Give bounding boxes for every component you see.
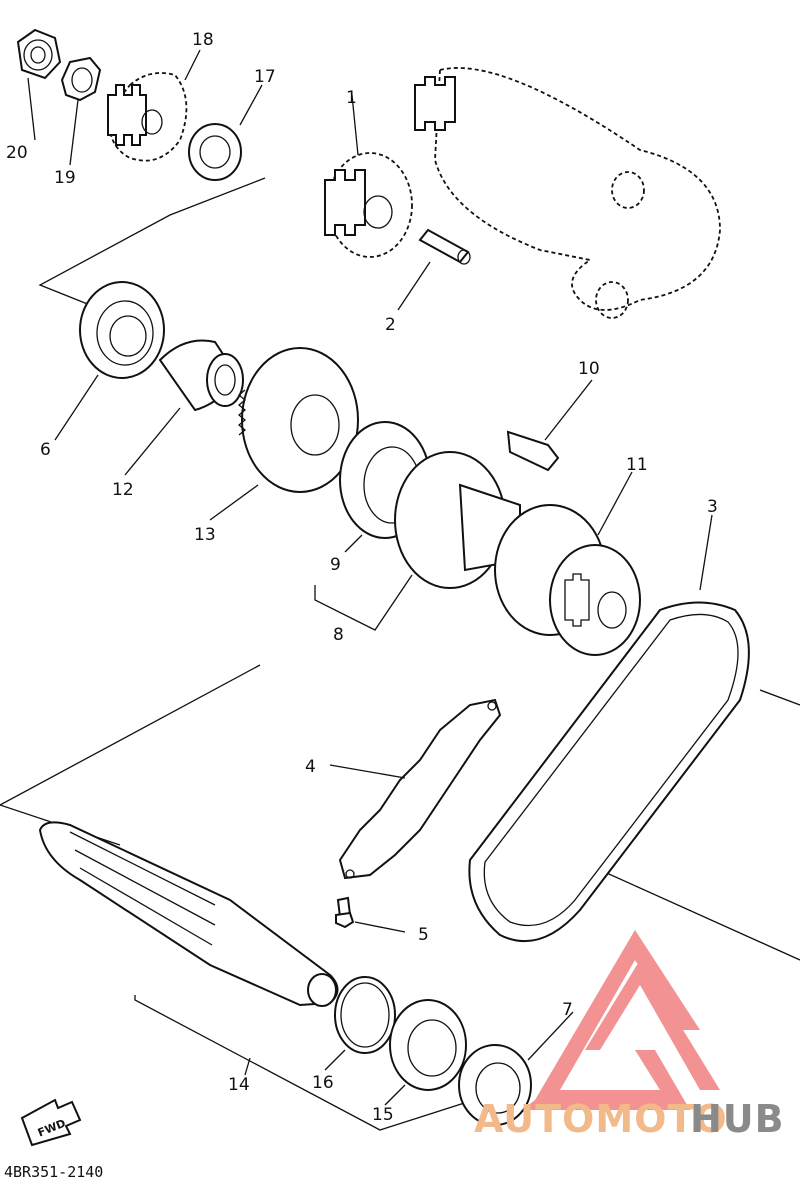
part-16-o-ring[interactable] [334, 976, 396, 1054]
callout-13: 13 [194, 525, 216, 545]
assembly-line-right [599, 689, 800, 961]
part-8-clutch-hub[interactable] [394, 451, 521, 589]
callout-12: 12 [112, 480, 134, 500]
callout-7: 7 [562, 1000, 573, 1020]
callout-9: 9 [330, 555, 341, 575]
callout-19: 19 [54, 168, 76, 188]
starter-motor [414, 67, 721, 319]
callout-14: 14 [228, 1075, 250, 1095]
part-3-chain[interactable] [468, 601, 750, 943]
reference-code: 4BR351-2140 [4, 1163, 103, 1181]
part-7-oil-seal[interactable] [458, 1044, 532, 1126]
callout-11: 11 [626, 455, 648, 475]
part-1-idler-gear[interactable] [324, 152, 413, 258]
fwd-arrow: FWD [20, 1098, 82, 1147]
callout-18: 18 [192, 30, 214, 50]
watermark-brand-part2: HUB [690, 1097, 785, 1141]
callout-labels: 18 17 20 19 1 2 6 12 13 9 8 10 11 3 4 5 … [6, 30, 718, 1125]
callout-1: 1 [346, 88, 357, 108]
part-14-shaft[interactable] [38, 821, 339, 1007]
part-20-nut[interactable] [16, 28, 62, 80]
callout-5: 5 [418, 925, 429, 945]
callout-15: 15 [372, 1105, 394, 1125]
watermark-triangle-icon [522, 930, 700, 1110]
watermark-logo [522, 930, 720, 1110]
callout-2: 2 [385, 315, 396, 335]
leader-lines [27, 49, 713, 1106]
part-4-chain-guide[interactable] [338, 698, 502, 880]
part-10-key[interactable] [506, 430, 560, 472]
part-6-bearing[interactable] [79, 281, 165, 379]
part-11-primary-gear[interactable] [494, 504, 641, 656]
part-2-pin[interactable] [418, 228, 471, 265]
part-17-oil-seal[interactable] [188, 123, 242, 181]
callout-20: 20 [6, 143, 28, 163]
callout-6: 6 [40, 440, 51, 460]
callout-4: 4 [305, 757, 316, 777]
assembly-line-mid [0, 664, 261, 846]
callout-8: 8 [333, 625, 344, 645]
callout-3: 3 [707, 497, 718, 517]
part-12-collar[interactable] [158, 339, 244, 412]
watermark-brand-part1: AUTOMOTO [474, 1097, 728, 1141]
part-5-bolt[interactable] [335, 896, 355, 929]
part-15-bearing[interactable] [389, 999, 467, 1091]
callout-16: 16 [312, 1073, 334, 1093]
part-19-lock-washer[interactable] [60, 56, 102, 102]
callout-17: 17 [254, 67, 276, 87]
part-18-starter-gear[interactable] [107, 72, 188, 162]
assembly-line-bottom [134, 995, 506, 1131]
assembly-line-top [38, 177, 266, 306]
part-13-sprocket[interactable] [237, 347, 359, 493]
callout-10: 10 [578, 359, 600, 379]
